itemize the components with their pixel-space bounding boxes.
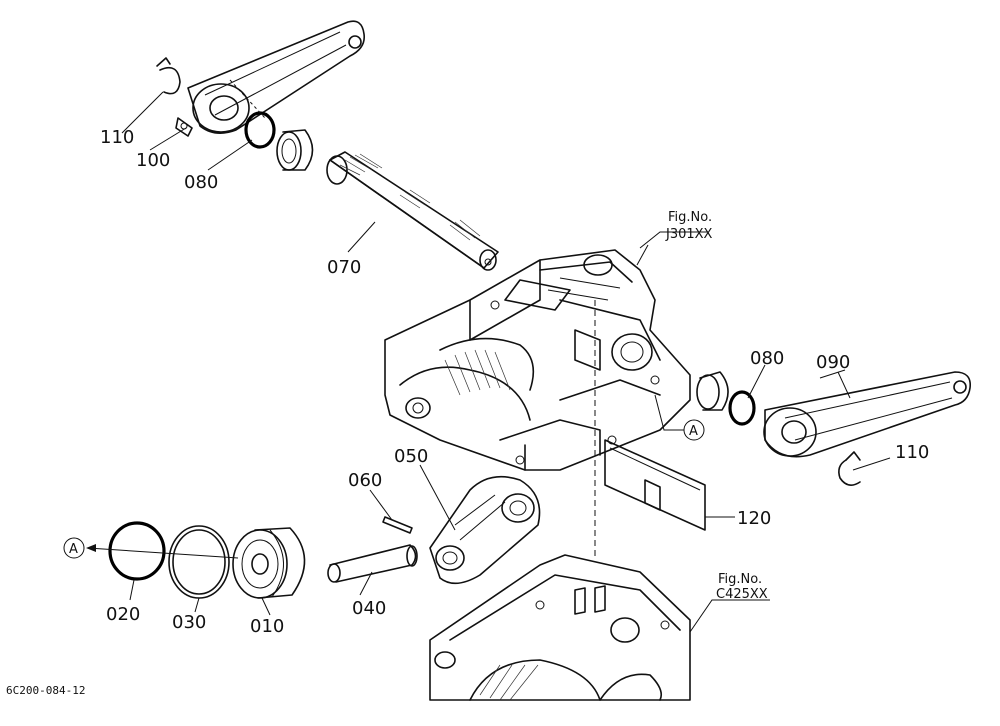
label-080-left: 080 bbox=[184, 172, 218, 193]
label-100: 100 bbox=[136, 150, 170, 171]
lower-fig-label: Fig.No. bbox=[718, 572, 762, 587]
backup-ring bbox=[168, 525, 230, 599]
arrow-a-right bbox=[654, 394, 705, 441]
label-090: 090 bbox=[816, 352, 850, 373]
lift-arm-right bbox=[763, 371, 972, 458]
upper-fig-label: Fig.No. bbox=[668, 210, 712, 225]
label-040: 040 bbox=[352, 598, 386, 619]
bushing-left bbox=[276, 129, 314, 171]
splined-shaft bbox=[326, 151, 499, 271]
label-110-right: 110 bbox=[895, 442, 929, 463]
bushing-right bbox=[696, 371, 729, 411]
o-ring-right bbox=[728, 390, 756, 426]
figure-references: Fig.No. J301XX Fig.No. C425XX bbox=[665, 210, 768, 602]
leader-lines bbox=[121, 79, 891, 633]
marker-a-left: A bbox=[69, 542, 78, 557]
label-060: 060 bbox=[348, 470, 382, 491]
marker-a-right: A bbox=[689, 424, 698, 439]
label-010: 010 bbox=[250, 616, 284, 637]
label-070: 070 bbox=[327, 257, 361, 278]
transmission-case bbox=[429, 554, 691, 701]
lift-housing bbox=[384, 249, 691, 471]
diagram-code: 6C200-084-12 bbox=[6, 684, 85, 697]
snap-ring-right bbox=[838, 451, 861, 486]
lower-fig-code: C425XX bbox=[716, 587, 768, 602]
label-110-left: 110 bbox=[100, 127, 134, 148]
label-030: 030 bbox=[172, 612, 206, 633]
label-050: 050 bbox=[394, 446, 428, 467]
piston bbox=[232, 527, 306, 599]
label-080-right: 080 bbox=[750, 348, 784, 369]
lift-lever bbox=[429, 475, 541, 585]
cover-plate bbox=[604, 439, 706, 531]
pin bbox=[382, 516, 413, 534]
label-020: 020 bbox=[106, 604, 140, 625]
part-labels: 110 100 080 070 080 090 110 120 050 060 … bbox=[100, 127, 929, 637]
o-ring-left bbox=[244, 111, 276, 149]
o-ring-piston bbox=[108, 521, 166, 581]
snap-ring-left bbox=[156, 57, 181, 95]
arrow-a-left bbox=[63, 537, 239, 559]
piston-rod bbox=[327, 544, 418, 583]
label-120: 120 bbox=[737, 508, 771, 529]
lift-arm-left bbox=[175, 20, 366, 137]
upper-fig-code: J301XX bbox=[665, 227, 713, 242]
